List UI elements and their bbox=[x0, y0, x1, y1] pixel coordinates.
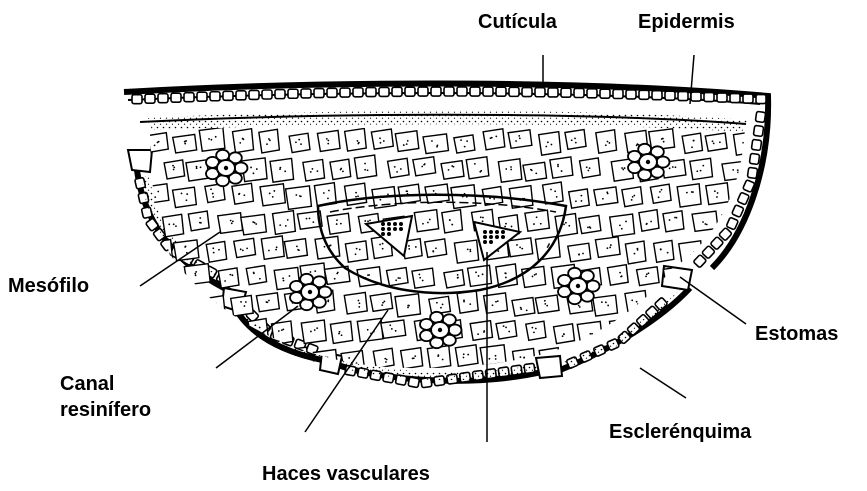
label-epidermis: Epidermis bbox=[638, 10, 735, 34]
label-estomas: Estomas bbox=[755, 322, 838, 346]
label-mesofilo: Mesófilo bbox=[8, 274, 89, 298]
label-haces-vasculares: Haces vasculares bbox=[262, 462, 430, 486]
sclerenchyma-layer bbox=[148, 111, 748, 132]
label-esclerenquima: Esclerénquima bbox=[609, 420, 751, 444]
label-canal-resinifero-line2: resinífero bbox=[60, 398, 151, 422]
label-canal-resinifero-line1: Canal bbox=[60, 372, 114, 396]
label-cuticula: Cutícula bbox=[478, 10, 557, 34]
